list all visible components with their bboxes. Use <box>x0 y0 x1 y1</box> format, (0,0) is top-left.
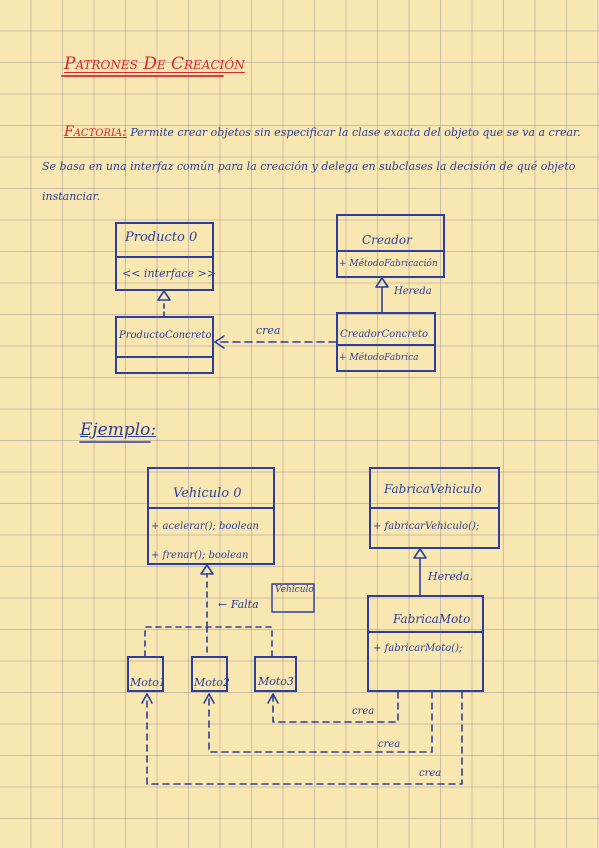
vehiculo-note-box <box>271 583 315 613</box>
producto-stereotype: << interface >> <box>122 267 216 280</box>
motos-bracket <box>144 626 273 657</box>
moto1-box: Moto1 <box>127 656 166 692</box>
vehiculo-name-section: Vehiculo 0 <box>149 469 273 507</box>
page-title: Patrones De Creación <box>64 54 245 74</box>
moto2-name: Moto2 <box>194 676 230 689</box>
fabrica-vehiculo-class-box: FabricaVehiculo + fabricarVehiculo(); <box>369 467 500 549</box>
vehiculo-body-section: + acelerar(); boolean + frenar(); boolea… <box>149 507 273 565</box>
fabrica-vehiculo-name: FabricaVehiculo <box>384 482 482 496</box>
factoria-line-2: Se basa en una interfaz común para la cr… <box>42 160 576 173</box>
crea-line-moto2 <box>208 691 433 753</box>
fabrica-vehiculo-body-section: + fabricarVehiculo(); <box>371 507 498 549</box>
fabrica-moto-class-box: FabricaMoto + fabricarMoto(); <box>367 595 484 692</box>
fabrica-moto-name: FabricaMoto <box>393 612 471 626</box>
fabrica-vehiculo-method: + fabricarVehiculo(); <box>373 521 480 532</box>
creador-name: Creador <box>362 233 412 247</box>
fabrica-moto-name-section: FabricaMoto <box>369 597 482 631</box>
crea-label-moto2: crea <box>378 739 401 750</box>
producto-class-box: Producto 0 << interface >> <box>115 222 216 291</box>
ejemplo-hereda-label: Hereda. <box>428 570 473 583</box>
creador-concreto-name-section: CreadorConcreto <box>338 314 434 344</box>
factoria-keyword: Factoria: <box>64 124 127 140</box>
creador-body-section: + MétodoFabricación <box>338 250 443 278</box>
realization-arrowhead <box>157 290 171 301</box>
motos-realization-arrowhead <box>200 564 214 575</box>
moto2-box: Moto2 <box>191 656 230 692</box>
producto-concreto-class-box: ProductoConcreto <box>115 316 214 374</box>
factoria-line-3: instanciar. <box>42 190 101 203</box>
creador-concreto-class-box: CreadorConcreto + MétodoFabrica <box>336 312 436 372</box>
factoria-line-1: Factoria: Permite crear objetos sin espe… <box>64 124 581 140</box>
vehiculo-class-box: Vehiculo 0 + acelerar(); boolean + frena… <box>147 467 275 565</box>
vehiculo-method-2: + frenar(); boolean <box>151 550 249 561</box>
falta-label: ← Falta <box>218 598 259 611</box>
crea-arrow-moto1 <box>141 693 153 704</box>
vehiculo-method-1: + acelerar(); boolean <box>151 521 259 532</box>
fabrica-vehiculo-name-section: FabricaVehiculo <box>371 469 498 507</box>
producto-concreto-body-section <box>117 356 212 374</box>
factoria-line-1-text: Permite crear objetos sin especificar la… <box>130 126 581 139</box>
crea-arrow-moto2 <box>203 693 215 704</box>
ejemplo-heading: Ejemplo: <box>80 420 157 440</box>
creador-concreto-name: CreadorConcreto <box>340 329 428 340</box>
diagram1-crea-label: crea <box>256 324 281 337</box>
creador-method: + MétodoFabricación <box>339 259 438 269</box>
fabrica-moto-body-section: + fabricarMoto(); <box>369 631 482 692</box>
crea-arrowhead <box>214 335 225 349</box>
crea-line-moto3 <box>272 691 399 723</box>
crea-arrow-moto3 <box>267 693 279 704</box>
crea-line-moto1 <box>146 691 463 785</box>
creador-class-box: Creador + MétodoFabricación <box>336 214 445 278</box>
diagram1-hereda-label: Hereda <box>394 286 432 297</box>
producto-concreto-name-section: ProductoConcreto <box>117 318 212 356</box>
fabrica-inheritance-arrowhead <box>413 548 427 559</box>
creador-name-section: Creador <box>338 216 443 250</box>
producto-name-section: Producto 0 <box>117 224 212 256</box>
producto-name: Producto 0 <box>125 230 198 245</box>
moto1-name: Moto1 <box>130 676 166 689</box>
vehiculo-note-text: Vehiculo <box>275 585 314 595</box>
producto-body-section: << interface >> <box>117 256 216 291</box>
inheritance-arrowhead <box>375 277 389 288</box>
vehiculo-name: Vehiculo 0 <box>173 486 242 501</box>
crea-label-moto3: crea <box>352 706 375 717</box>
crea-label-moto1: crea <box>419 768 442 779</box>
moto3-name: Moto3 <box>258 675 294 688</box>
creador-concreto-body-section: + MétodoFabrica <box>338 344 434 372</box>
producto-concreto-name: ProductoConcreto <box>119 330 212 341</box>
fabrica-moto-method: + fabricarMoto(); <box>373 643 463 654</box>
creador-concreto-method: + MétodoFabrica <box>339 353 419 363</box>
moto3-box: Moto3 <box>254 656 297 692</box>
